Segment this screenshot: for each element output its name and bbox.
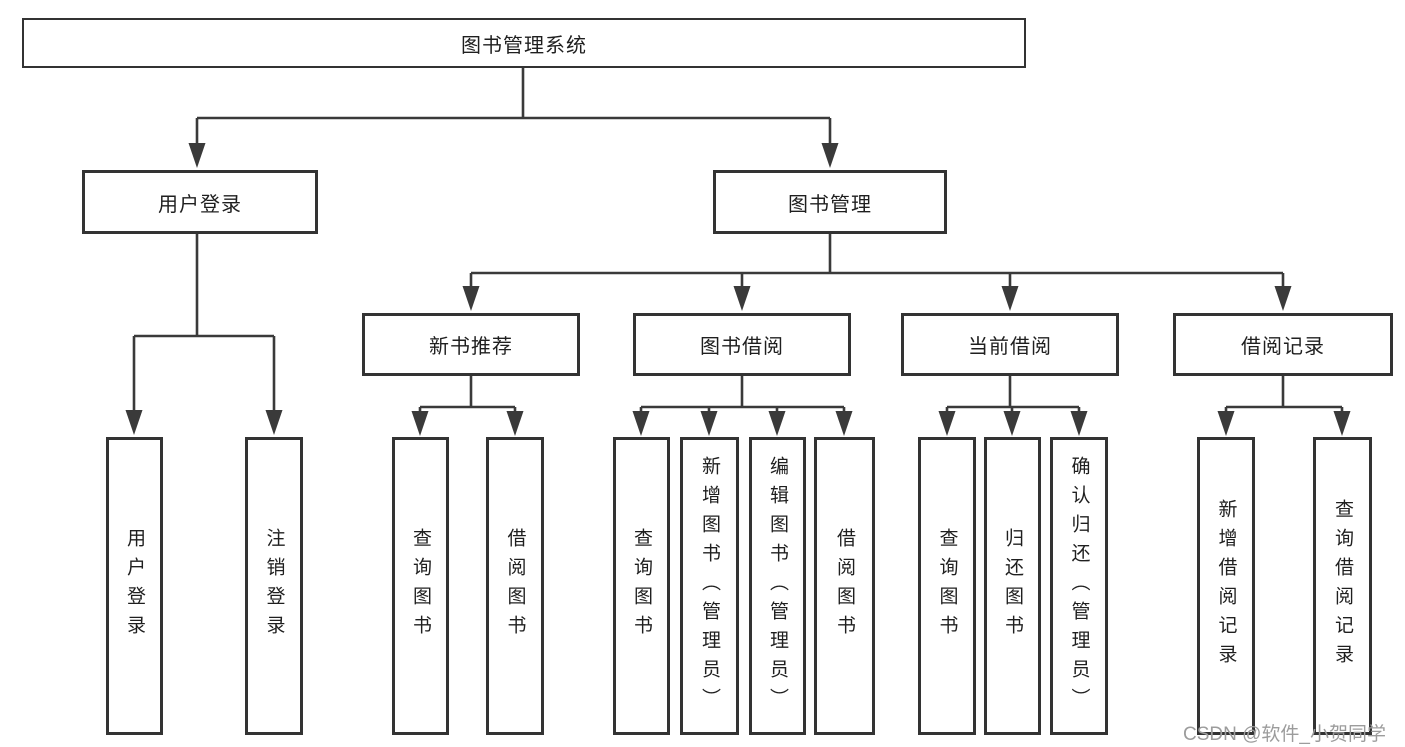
leaf-return-book: 归还图书 [984,437,1041,735]
leaf-edit-book-admin-label: 编辑图书（管理员） [767,455,788,717]
leaf-query-book-borrow: 查询图书 [613,437,670,735]
leaf-return-book-label: 归还图书 [1002,528,1023,644]
node-new-book-recommend: 新书推荐 [362,313,580,376]
node-library-system: 图书管理系统 [22,18,1026,68]
leaf-confirm-return-admin-label: 确认归还（管理员） [1068,455,1090,717]
node-new-book-recommend-label: 新书推荐 [429,336,513,358]
node-user-login: 用户登录 [82,170,318,234]
leaf-borrow-book: 借阅图书 [814,437,875,735]
leaf-borrow-book-label: 借阅图书 [834,528,855,644]
node-book-management-label: 图书管理 [788,193,872,216]
leaf-query-borrow-record: 查询借阅记录 [1313,437,1372,735]
node-borrow-record-label: 借阅记录 [1241,336,1325,358]
leaf-query-book-current: 查询图书 [918,437,976,735]
leaf-borrow-book-recommend-label: 借阅图书 [504,528,526,644]
node-current-borrow: 当前借阅 [901,313,1119,376]
node-user-login-label: 用户登录 [158,193,242,216]
node-book-borrow-label: 图书借阅 [700,336,784,358]
leaf-user-login: 用户登录 [106,437,163,735]
node-current-borrow-label: 当前借阅 [968,336,1052,358]
leaf-user-login-label: 用户登录 [124,528,145,644]
leaf-add-borrow-record-label: 新增借阅记录 [1215,499,1237,673]
node-library-system-label: 图书管理系统 [461,34,587,57]
leaf-logout-login-label: 注销登录 [263,528,285,644]
leaf-query-book-recommend-label: 查询图书 [410,528,431,644]
leaf-query-book-borrow-label: 查询图书 [631,528,652,644]
leaf-confirm-return-admin: 确认归还（管理员） [1050,437,1108,735]
leaf-borrow-book-recommend: 借阅图书 [486,437,544,735]
leaf-add-borrow-record: 新增借阅记录 [1197,437,1255,735]
leaf-add-book-admin: 新增图书（管理员） [680,437,739,735]
leaf-query-borrow-record-label: 查询借阅记录 [1332,499,1353,673]
node-borrow-record: 借阅记录 [1173,313,1393,376]
leaf-add-book-admin-label: 新增图书（管理员） [699,455,720,717]
leaf-edit-book-admin: 编辑图书（管理员） [749,437,806,735]
leaf-logout-login: 注销登录 [245,437,303,735]
leaf-query-book-current-label: 查询图书 [936,528,958,644]
leaf-query-book-recommend: 查询图书 [392,437,449,735]
watermark: CSDN @软件_小贺同学 [1183,724,1386,745]
node-book-borrow: 图书借阅 [633,313,851,376]
node-book-management: 图书管理 [713,170,947,234]
